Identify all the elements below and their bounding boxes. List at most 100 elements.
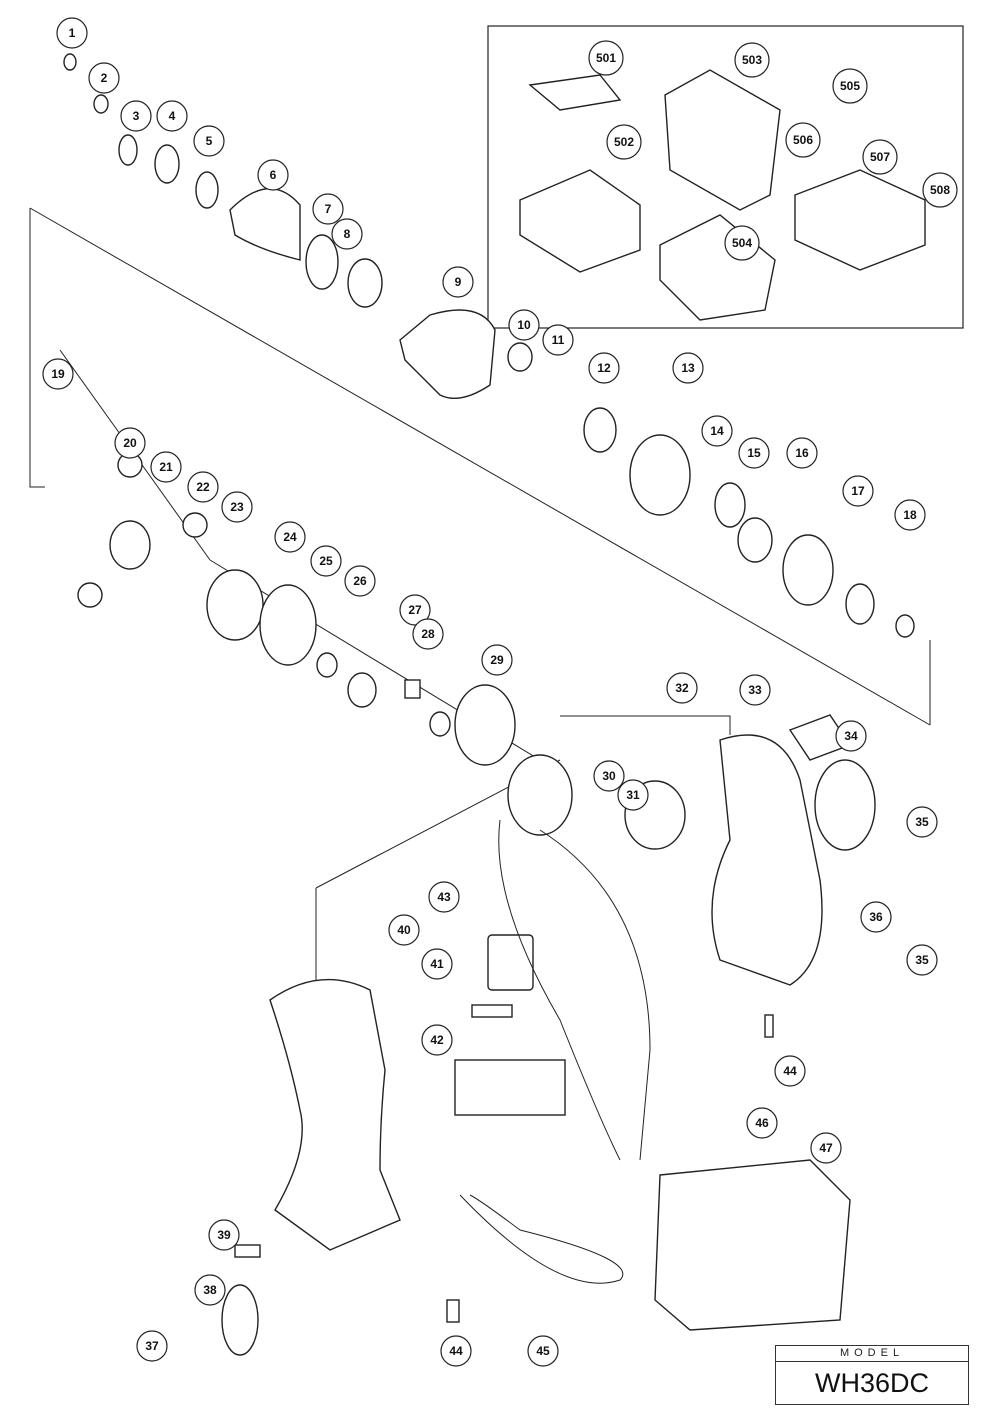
- callout-7: 7: [312, 193, 344, 225]
- callout-20: 20: [114, 427, 146, 459]
- callout-circle: [734, 42, 770, 78]
- part-15-washer: [737, 517, 773, 563]
- callout-26: 26: [344, 565, 376, 597]
- internal-wire: [539, 829, 651, 1161]
- callout-number: 13: [681, 361, 695, 375]
- callout-circle: [221, 491, 253, 523]
- callout-circle: [208, 1219, 240, 1251]
- callout-6: 6: [257, 159, 289, 191]
- callout-circle: [666, 672, 698, 704]
- callout-circle: [593, 760, 625, 792]
- callout-circle: [310, 545, 342, 577]
- part-505-system-case: [794, 169, 926, 271]
- callout-number: 42: [430, 1033, 444, 1047]
- part-14-balls: [714, 482, 746, 528]
- callout-circle: [440, 1335, 472, 1367]
- callout-39: 39: [208, 1219, 240, 1251]
- callout-4: 4: [156, 100, 188, 132]
- callout-28: 28: [412, 618, 444, 650]
- callout-number: 505: [840, 79, 860, 93]
- callout-number: 7: [325, 202, 332, 216]
- callout-number: 506: [793, 133, 813, 147]
- assembly-axis-line: [29, 207, 931, 726]
- callout-44: 44: [440, 1335, 472, 1367]
- callout-27: 27: [399, 594, 431, 626]
- part-gear: [77, 582, 103, 608]
- callout-circle: [701, 415, 733, 447]
- callout-19: 19: [42, 358, 74, 390]
- group-bracket-32: [560, 715, 731, 735]
- part-34-cover: [814, 759, 876, 851]
- callout-circle: [88, 62, 120, 94]
- assembly-axis-line: [29, 208, 45, 488]
- callout-circle: [832, 68, 868, 104]
- callout-number: 35: [915, 953, 929, 967]
- callout-number: 43: [437, 890, 451, 904]
- callout-circle: [508, 309, 540, 341]
- callout-circle: [588, 352, 620, 384]
- callout-2: 2: [88, 62, 120, 94]
- callout-number: 16: [795, 446, 809, 460]
- callout-30: 30: [593, 760, 625, 792]
- callout-number: 14: [710, 424, 724, 438]
- callout-circle: [193, 125, 225, 157]
- callout-36: 36: [860, 901, 892, 933]
- callout-number: 24: [283, 530, 297, 544]
- callout-number: 27: [408, 603, 422, 617]
- callout-circle: [774, 1055, 806, 1087]
- callout-31: 31: [617, 779, 649, 811]
- part-17-washer: [845, 583, 875, 625]
- callout-number: 34: [844, 729, 858, 743]
- callout-number: 37: [145, 1339, 159, 1353]
- callout-number: 25: [319, 554, 333, 568]
- callout-5: 5: [193, 125, 225, 157]
- part-7-ring: [305, 234, 339, 290]
- callout-number: 44: [449, 1344, 463, 1358]
- callout-35: 35: [906, 944, 938, 976]
- callout-14: 14: [701, 415, 733, 447]
- callout-circle: [588, 40, 624, 76]
- callout-10: 10: [508, 309, 540, 341]
- part-housing-right: [711, 734, 823, 986]
- part-22-gear: [182, 512, 208, 538]
- callout-507: 507: [862, 139, 898, 175]
- callout-47: 47: [810, 1132, 842, 1164]
- callout-circle: [56, 17, 88, 49]
- callout-circle: [257, 159, 289, 191]
- callout-number: 508: [930, 183, 950, 197]
- callout-number: 31: [626, 788, 640, 802]
- callout-38: 38: [194, 1274, 226, 1306]
- callout-circle: [156, 100, 188, 132]
- callout-number: 6: [270, 168, 277, 182]
- callout-circle: [150, 451, 182, 483]
- callout-45: 45: [527, 1335, 559, 1367]
- part-24-o-ring: [259, 584, 317, 666]
- callout-34: 34: [835, 720, 867, 752]
- callout-number: 36: [869, 910, 883, 924]
- callout-12: 12: [588, 352, 620, 384]
- callout-circle: [344, 565, 376, 597]
- callout-number: 19: [51, 367, 65, 381]
- callout-circle: [738, 437, 770, 469]
- callout-number: 2: [101, 71, 108, 85]
- callout-circle: [114, 427, 146, 459]
- callout-11: 11: [542, 324, 574, 356]
- callout-number: 12: [597, 361, 611, 375]
- part-13-hammer: [629, 434, 691, 516]
- callout-9: 9: [442, 266, 474, 298]
- part-3-spring: [118, 134, 138, 166]
- callout-number: 18: [903, 508, 917, 522]
- model-box: MODEL WH36DC: [775, 1345, 969, 1405]
- part-25-washer: [316, 652, 338, 678]
- part-1-ring: [63, 53, 77, 71]
- callout-circle: [481, 644, 513, 676]
- internal-wire: [498, 819, 621, 1161]
- callout-number: 21: [159, 460, 173, 474]
- callout-number: 17: [851, 484, 865, 498]
- part-47-battery: [654, 1159, 851, 1331]
- part-4-spring: [154, 144, 180, 184]
- callout-number: 30: [602, 769, 616, 783]
- callout-number: 28: [421, 627, 435, 641]
- callout-circle: [421, 1024, 453, 1056]
- part-41-switch: [487, 934, 534, 991]
